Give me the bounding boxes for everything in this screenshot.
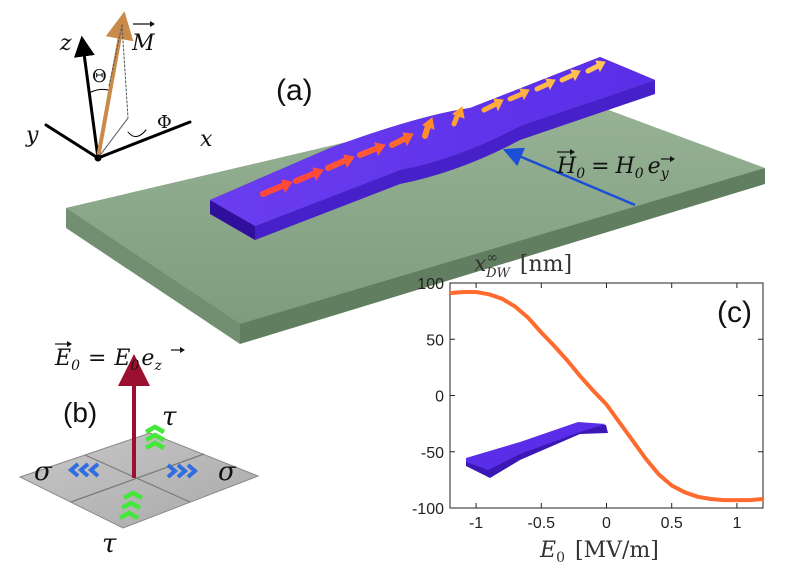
tau-label-top: τ [162, 402, 177, 432]
x-tick-label: 0.5 [661, 515, 683, 532]
tau-chevrons-bottom [118, 490, 144, 520]
chart-title: x∞DW[nm] [474, 250, 572, 281]
y-tick-label: -100 [412, 501, 444, 518]
sigma-label-left: σ [34, 457, 53, 487]
chart-inset-strip [466, 422, 608, 478]
stress-plate [18, 432, 260, 529]
tau-chevrons-top [144, 424, 166, 450]
magnetization-arrow [357, 142, 386, 158]
y-tick-label: -50 [421, 445, 444, 462]
magnetization-arrow [481, 98, 504, 113]
magnetization-arrow [389, 132, 414, 148]
e-field-label: E0=E0ez [54, 341, 185, 374]
m-vector-arrow [133, 21, 155, 27]
magnetization-arrows [260, 60, 606, 197]
tau-label-bottom: τ [102, 529, 117, 559]
sigma-chevrons-right [166, 463, 199, 479]
axis-label-x: x [200, 127, 213, 152]
panel-label-a: (a) [276, 74, 313, 107]
x-tick-label: 1 [732, 515, 741, 532]
x-tick-label: -1 [469, 515, 483, 532]
magnetic-strip [210, 57, 655, 240]
chart-panel-c: -1 -0.5 0 0.5 1 100 50 0 -50 -100 x∞DW[nm] E0[MV/m] [412, 250, 764, 566]
x-tick-label: -0.5 [528, 515, 556, 532]
magnetization-arrow [293, 167, 324, 184]
svg-text:E0=E0ez: E0=E0ez [54, 346, 162, 374]
angle-label-theta: Θ [92, 66, 107, 87]
magnetization-arrow [260, 179, 293, 197]
y-tick-label: 50 [426, 332, 444, 349]
y-tick-label: 100 [417, 276, 444, 293]
panel-label-b: (b) [63, 397, 97, 428]
magnetization-arrow [559, 69, 581, 83]
angle-label-phi: Φ [157, 112, 172, 133]
coordinate-axes [44, 11, 192, 162]
h-field-arrow [502, 147, 636, 207]
y-tick-label: 0 [435, 389, 444, 406]
axis-label-y: y [25, 123, 39, 148]
magnetization-arrow [421, 117, 435, 139]
panel-label-c: (c) [717, 296, 752, 329]
sigma-chevrons-left [67, 462, 100, 478]
magnetization-arrow [585, 60, 606, 74]
magnetization-arrow [507, 88, 530, 102]
magnetization-arrow [325, 154, 355, 171]
vector-label-m: M [131, 31, 155, 56]
axis-label-z: z [59, 31, 72, 56]
series-line [449, 290, 764, 503]
magnetization-arrow [451, 106, 465, 127]
x-axis-label: E0[MV/m] [539, 538, 659, 566]
sigma-label-right: σ [218, 457, 237, 487]
substrate [66, 92, 765, 344]
magnetization-arrow [534, 78, 556, 92]
x-tick-label: 0 [602, 515, 611, 532]
